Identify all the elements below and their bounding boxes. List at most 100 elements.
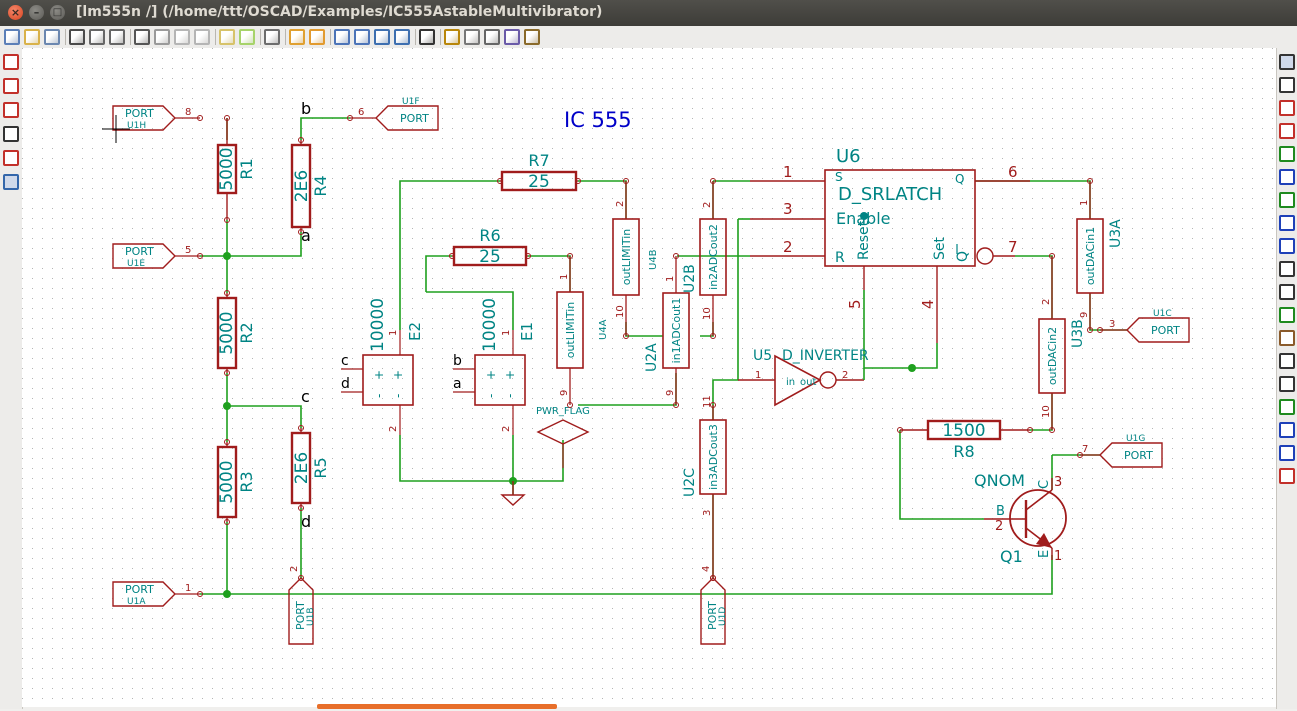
select-icon[interactable] — [1279, 54, 1295, 70]
grid-toggle-icon[interactable] — [3, 54, 19, 70]
limiter-u4a-text: outLIMITin — [564, 302, 577, 359]
hidden-pins-icon[interactable] — [3, 150, 19, 166]
add-image-icon[interactable] — [1279, 468, 1295, 484]
copy-icon[interactable] — [174, 29, 190, 45]
close-window-button[interactable]: × — [8, 5, 23, 20]
load-icon[interactable] — [109, 29, 125, 45]
page-settings-icon[interactable] — [89, 29, 105, 45]
add-hierarchical-sheet-icon[interactable] — [1279, 353, 1295, 369]
limiter-u4b-pin-top: 2 — [615, 201, 626, 207]
adc-u2c-ref: U2C — [682, 468, 698, 497]
inverter-u5[interactable]: U5 D_INVERTER in out 1 2 — [738, 348, 869, 407]
hierarchy-icon[interactable] — [1279, 77, 1295, 93]
wire-to-bus-entry-icon[interactable] — [1279, 192, 1295, 208]
add-component-icon[interactable] — [1279, 100, 1295, 116]
add-graphic-text-icon[interactable] — [1279, 445, 1295, 461]
hierarchy-navigator-icon[interactable] — [419, 29, 435, 45]
opamp-e1[interactable]: + + - - 10000 E1 1 2 — [453, 298, 536, 435]
e2-plus-outer: + — [391, 370, 405, 380]
undo-icon[interactable] — [219, 29, 235, 45]
no-connect-icon[interactable] — [1279, 238, 1295, 254]
schematic-title: IC 555 — [564, 108, 632, 132]
units-mm-icon[interactable] — [3, 102, 19, 118]
adc-u2b-pin-bottom: 10 — [702, 307, 713, 320]
add-bus-icon[interactable] — [1279, 169, 1295, 185]
e1-value: 10000 — [480, 298, 500, 352]
add-power-icon[interactable] — [1279, 123, 1295, 139]
transistor-pin-num-e: 1 — [1054, 549, 1062, 564]
add-wire-icon[interactable] — [1279, 146, 1295, 162]
toolbar-separator — [65, 29, 66, 45]
e1-net-label-b: b — [453, 353, 462, 369]
import-sheet-pin-icon[interactable] — [1279, 376, 1295, 392]
plot-icon[interactable] — [134, 29, 150, 45]
pwr-flag[interactable]: PWR_FLAG — [536, 406, 590, 468]
add-global-label-icon[interactable] — [1279, 284, 1295, 300]
bom-icon[interactable] — [504, 29, 520, 45]
add-hierarchical-label-icon[interactable] — [1279, 330, 1295, 346]
save-sheet-icon[interactable] — [69, 29, 85, 45]
opamp-e2[interactable]: + + - - 10000 E2 1 2 — [341, 298, 424, 435]
erc-icon[interactable] — [464, 29, 480, 45]
bus-to-bus-entry-icon[interactable] — [1279, 215, 1295, 231]
latch-pin-reset: Reset — [856, 220, 872, 260]
transistor-q1[interactable]: QNOM Q1 B C E 2 3 1 — [974, 471, 1067, 566]
port-pin-number: 1 — [185, 583, 191, 594]
netlist-icon[interactable] — [484, 29, 500, 45]
add-graphic-line-icon[interactable] — [1279, 422, 1295, 438]
zoom-out-icon[interactable] — [354, 29, 370, 45]
redo-icon[interactable] — [239, 29, 255, 45]
library-icon[interactable] — [289, 29, 305, 45]
dac-u3b-pin-bottom: 10 — [1041, 405, 1052, 418]
zoom-fit-icon[interactable] — [394, 29, 410, 45]
paste-icon[interactable] — [194, 29, 210, 45]
annotate-icon[interactable] — [444, 29, 460, 45]
redraw-icon[interactable] — [374, 29, 390, 45]
open-schematic-icon[interactable] — [24, 29, 40, 45]
wire-angle-icon[interactable] — [3, 174, 19, 190]
horizontal-scrollbar[interactable] — [317, 704, 557, 709]
save-project-icon[interactable] — [44, 29, 60, 45]
new-schematic-icon[interactable] — [4, 29, 20, 45]
resistor-value: 5000 — [217, 460, 237, 503]
latch-u6[interactable]: U6 D_SRLATCH S Q Enable R Reset Set Q 1 … — [750, 146, 1030, 343]
print-icon[interactable] — [264, 29, 280, 45]
cvpcb-icon[interactable] — [524, 29, 540, 45]
cut-icon[interactable] — [154, 29, 170, 45]
units-inch-icon[interactable] — [3, 78, 19, 94]
zoom-in-icon[interactable] — [334, 29, 350, 45]
add-net-label-icon[interactable] — [1279, 261, 1295, 277]
resistor-value: 2E6 — [292, 170, 312, 202]
add-sheet-pin-icon[interactable] — [1279, 399, 1295, 415]
cursor-shape-icon[interactable] — [3, 126, 19, 142]
minimize-window-button[interactable]: – — [29, 5, 44, 20]
add-junction-icon[interactable] — [1279, 307, 1295, 323]
library-browser-icon[interactable] — [309, 29, 325, 45]
maximize-window-button[interactable]: □ — [50, 5, 65, 20]
